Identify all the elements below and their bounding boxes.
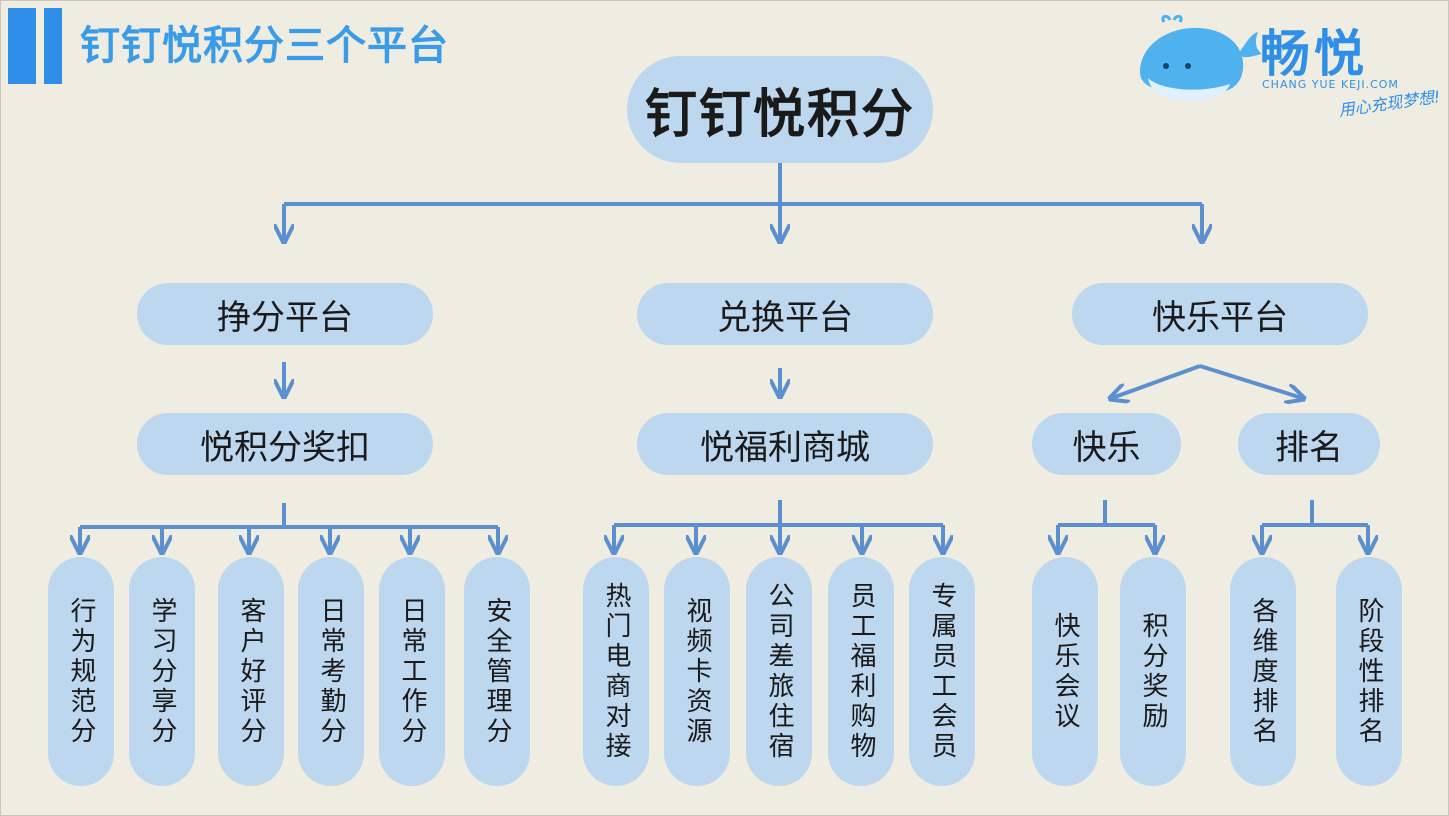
leaf-earn: 行为规范分	[48, 557, 114, 786]
brand-domain: CHANG YUE KEJI.COM	[1262, 78, 1399, 91]
platform-node-exchange: 兑换平台	[637, 283, 933, 345]
leaf-label: 各维度排名	[1248, 596, 1278, 747]
title-accent-bar	[8, 8, 36, 84]
leaf-earn: 日常工作分	[379, 557, 445, 786]
leaf-label: 员工福利购物	[846, 581, 876, 762]
whale-logo-icon	[1140, 14, 1262, 101]
leaf-happy: 积分奖励	[1120, 557, 1186, 786]
leaf-rank: 各维度排名	[1230, 557, 1296, 786]
subnode-exchange: 悦福利商城	[637, 413, 933, 475]
leaf-earn: 日常考勤分	[298, 557, 364, 786]
leaf-exchange: 视频卡资源	[664, 557, 730, 786]
leaf-label: 安全管理分	[482, 596, 512, 747]
leaf-exchange: 员工福利购物	[828, 557, 894, 786]
platform-node-happy: 快乐平台	[1072, 283, 1368, 345]
leaf-label: 公司差旅住宿	[764, 581, 794, 762]
subnode-label: 快乐	[1072, 427, 1141, 468]
leaf-earn: 安全管理分	[464, 557, 530, 786]
leaf-label: 积分奖励	[1138, 611, 1168, 732]
leaf-label: 日常考勤分	[316, 596, 346, 747]
leaf-rank: 阶段性排名	[1336, 557, 1402, 786]
leaf-label: 视频卡资源	[682, 596, 712, 747]
subnode-label: 悦福利商城	[700, 427, 870, 468]
leaf-label: 学习分享分	[147, 596, 177, 747]
leaf-exchange: 公司差旅住宿	[746, 557, 812, 786]
leaf-label: 阶段性排名	[1354, 596, 1384, 747]
leaf-label: 日常工作分	[397, 596, 427, 747]
root-node: 钉钉悦积分	[627, 56, 933, 163]
brand-name: 畅悦	[1260, 25, 1368, 83]
leaf-label: 行为规范分	[66, 596, 96, 747]
platform-node-earn: 挣分平台	[137, 283, 433, 345]
leaf-label: 热门电商对接	[601, 581, 631, 762]
leaf-exchange: 专属员工会员	[909, 557, 975, 786]
leaf-earn: 学习分享分	[129, 557, 195, 786]
platform-label: 快乐平台	[1152, 297, 1288, 338]
leaf-happy: 快乐会议	[1032, 557, 1098, 786]
subnode-earn: 悦积分奖扣	[137, 413, 433, 475]
subnode-label: 排名	[1275, 427, 1343, 468]
platform-label: 兑换平台	[717, 297, 853, 338]
leaf-exchange: 热门电商对接	[583, 557, 649, 786]
root-label: 钉钉悦积分	[644, 85, 915, 145]
subnode-rank: 排名	[1238, 413, 1380, 475]
leaf-label: 专属员工会员	[927, 581, 957, 762]
subnode-label: 悦积分奖扣	[200, 427, 370, 468]
leaf-label: 客户好评分	[236, 596, 266, 747]
leaf-earn: 客户好评分	[218, 557, 284, 786]
title-accent-bar-thin	[44, 8, 62, 84]
leaf-label: 快乐会议	[1050, 611, 1080, 732]
platform-label: 挣分平台	[217, 297, 353, 338]
subnode-happy: 快乐	[1032, 413, 1181, 475]
page-title: 钉钉悦积分三个平台	[80, 23, 449, 69]
